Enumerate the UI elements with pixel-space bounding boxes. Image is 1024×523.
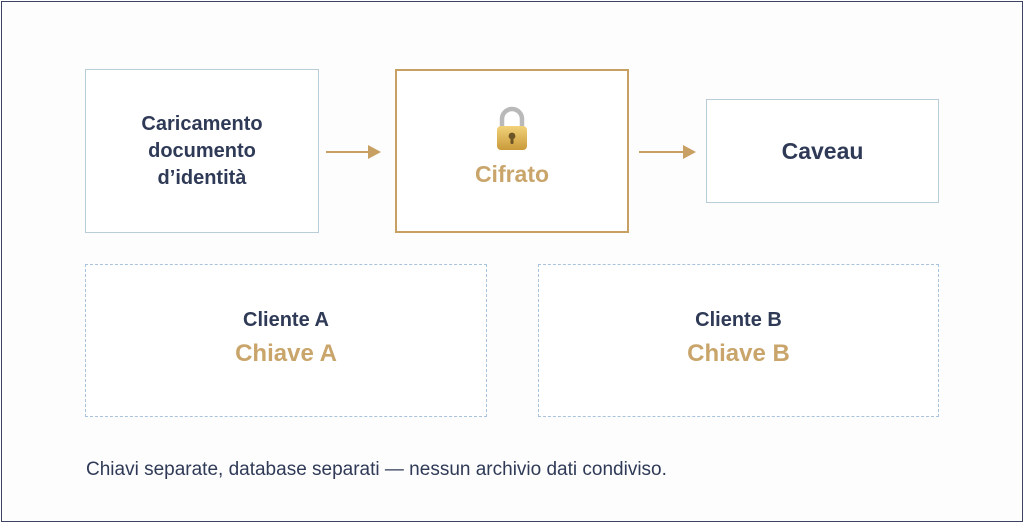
client-a-box: Cliente A Chiave A (85, 264, 487, 417)
encrypted-label: Cifrato (474, 160, 550, 187)
client-b-name: Cliente B (695, 309, 782, 331)
caption-text: Chiavi separate, database separati — nes… (86, 459, 667, 480)
client-b-box: Cliente B Chiave B (538, 264, 939, 417)
padlock-icon (497, 106, 527, 150)
vault-box: Caveau (706, 99, 939, 203)
upload-document-box: Caricamento documento d’identità (85, 69, 319, 233)
client-a-key: Chiave A (235, 340, 337, 367)
arrow-right-icon (326, 145, 381, 159)
upload-label-line-2: documento (148, 139, 256, 162)
upload-label-line-1: Caricamento (141, 112, 263, 135)
client-a-name: Cliente A (243, 309, 329, 331)
client-b-key: Chiave B (687, 340, 790, 367)
encrypted-box: Cifrato (395, 69, 629, 233)
arrow-right-icon (639, 145, 696, 159)
vault-label: Caveau (781, 137, 864, 164)
upload-label-line-3: d’identità (157, 166, 247, 189)
